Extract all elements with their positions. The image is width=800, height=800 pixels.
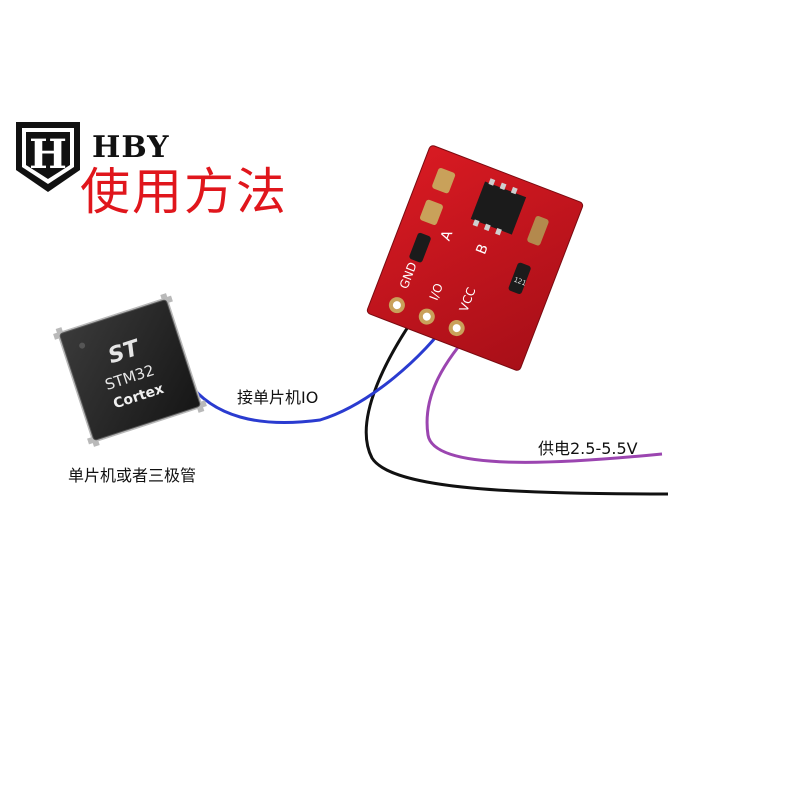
stm32-chip: ST STM32 Cortex xyxy=(53,293,207,447)
mcu-label: 单片机或者三极管 xyxy=(68,466,197,485)
brand-logo-icon: H xyxy=(16,122,80,192)
pin-holes xyxy=(388,297,465,337)
vcc-wire xyxy=(425,324,663,464)
page-title: 使用方法 xyxy=(80,163,288,221)
touch-sensor-module: 121 A B GND I/O VCC xyxy=(366,145,584,371)
ic-chip xyxy=(470,181,527,235)
io-wire xyxy=(183,319,451,425)
brand-name: HBY xyxy=(92,130,170,165)
power-supply-label: 供电2.5-5.5V xyxy=(538,439,638,458)
brand-logo-letter: H xyxy=(29,131,67,178)
io-connection-label: 接单片机IO xyxy=(237,388,319,407)
pin-label-io: I/O xyxy=(427,281,446,302)
gnd-wire xyxy=(364,311,669,496)
